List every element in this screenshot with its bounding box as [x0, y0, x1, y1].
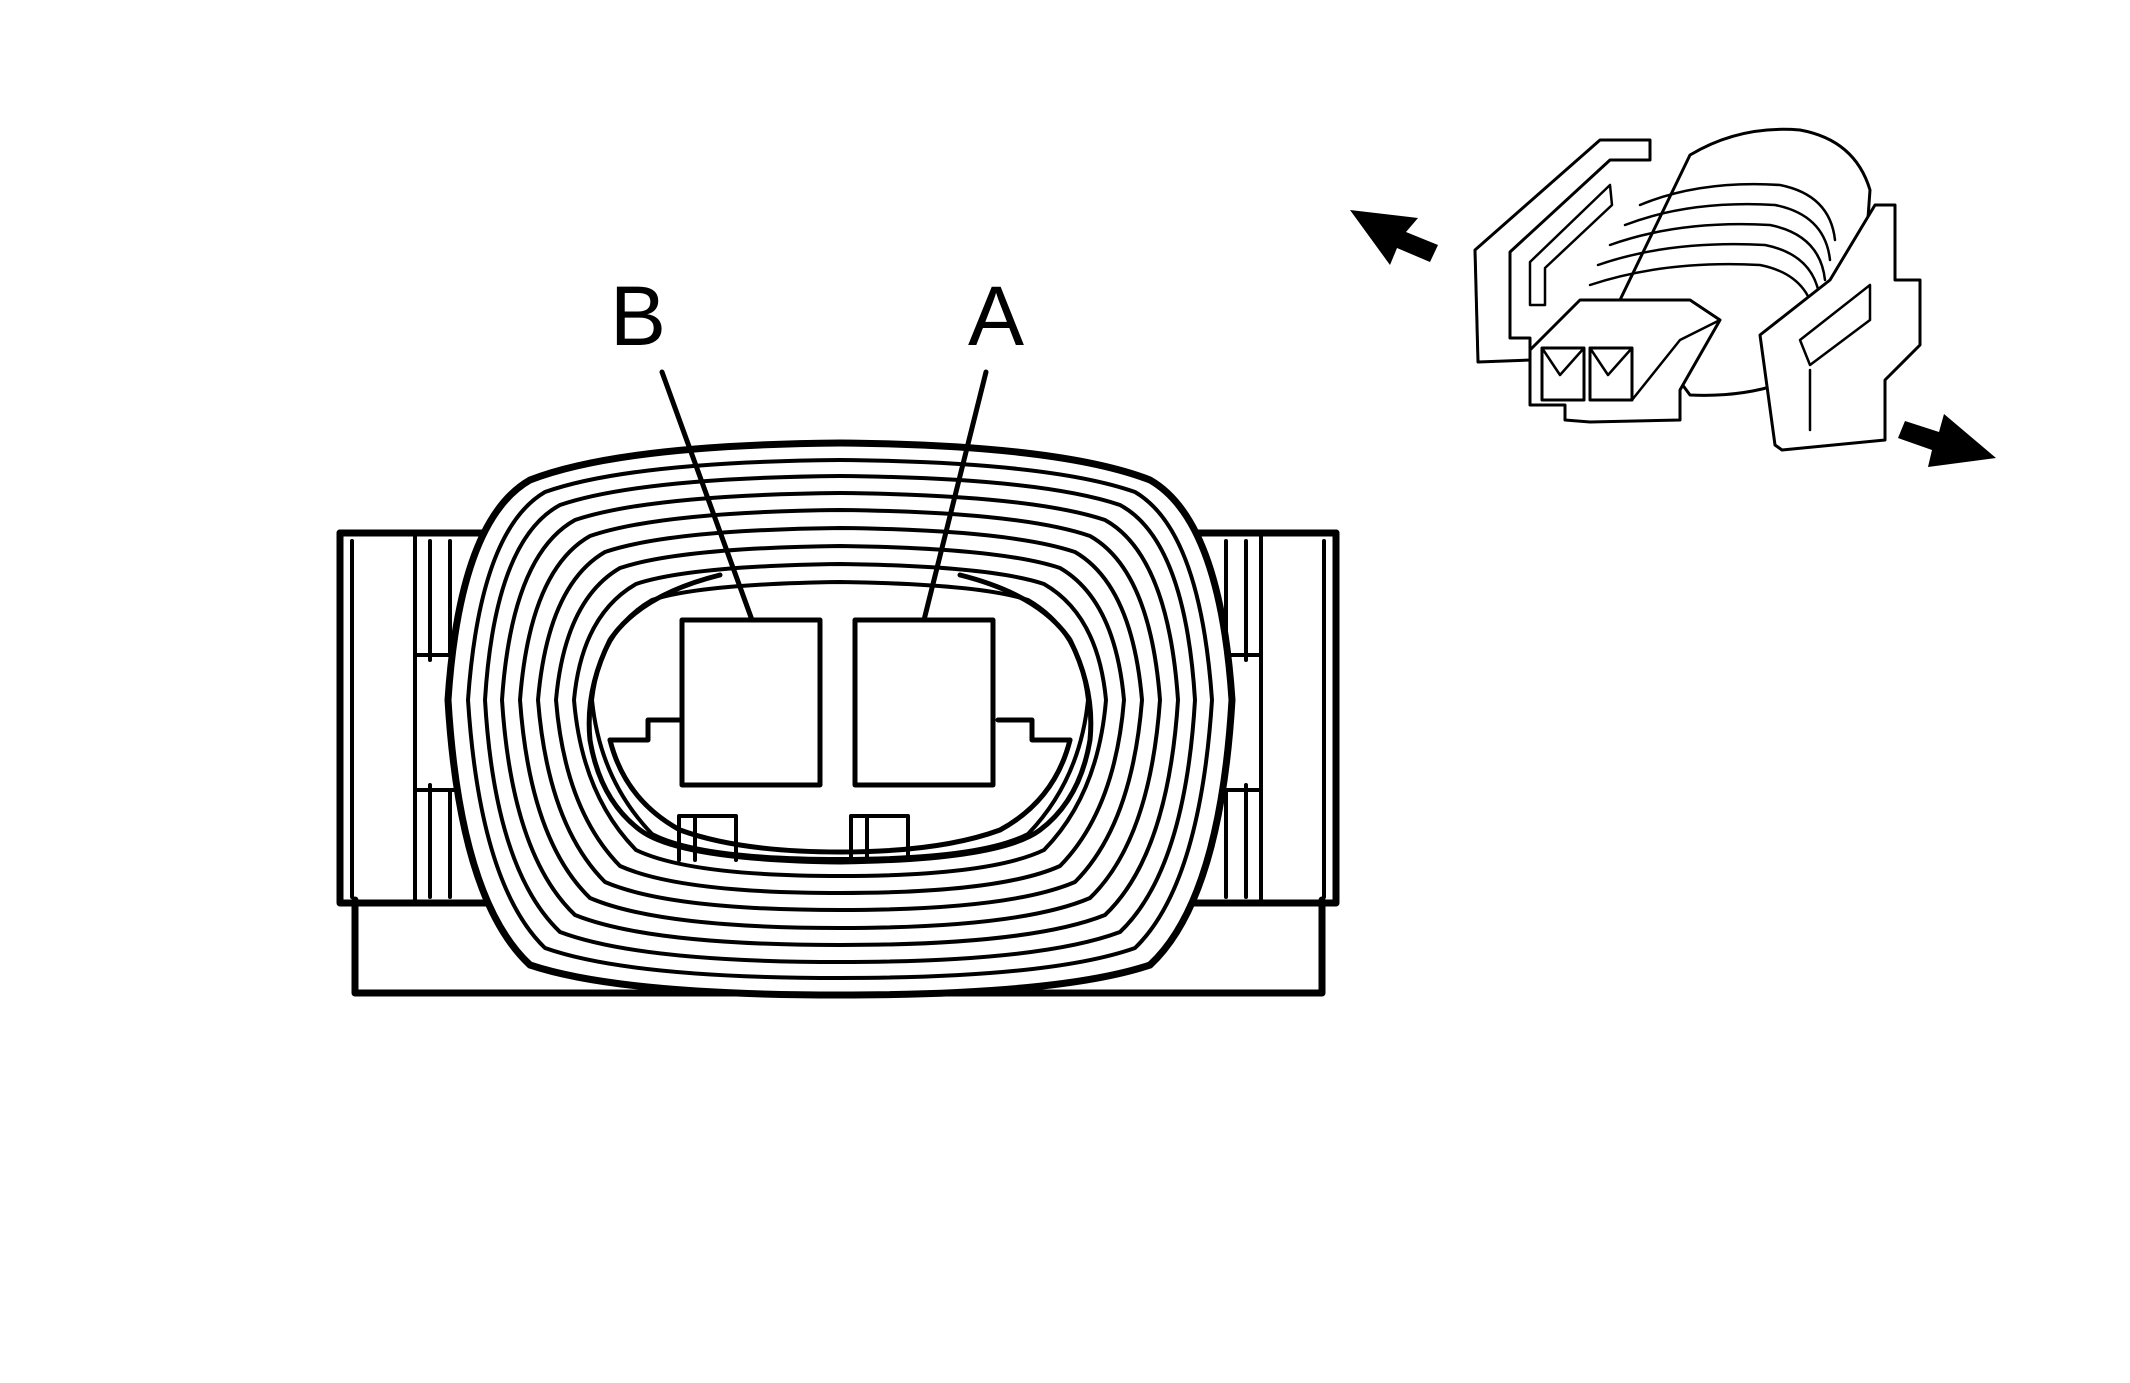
connector-face-view: B A	[336, 269, 1340, 999]
arrow-up-left-icon	[1350, 210, 1438, 265]
right-latch	[1141, 529, 1340, 907]
pin-label-b: B	[610, 269, 666, 363]
pin-label-a: A	[968, 269, 1024, 363]
arrow-down-right-icon	[1898, 414, 1996, 467]
leader-line-a	[921, 369, 989, 623]
terminal-a	[849, 617, 996, 862]
connector-isometric-view	[1350, 127, 1996, 467]
terminal-cavity	[586, 572, 1094, 865]
terminal-b	[677, 617, 823, 862]
seal-rings	[444, 439, 1236, 999]
left-latch	[336, 529, 539, 907]
leader-line-b	[659, 369, 755, 623]
